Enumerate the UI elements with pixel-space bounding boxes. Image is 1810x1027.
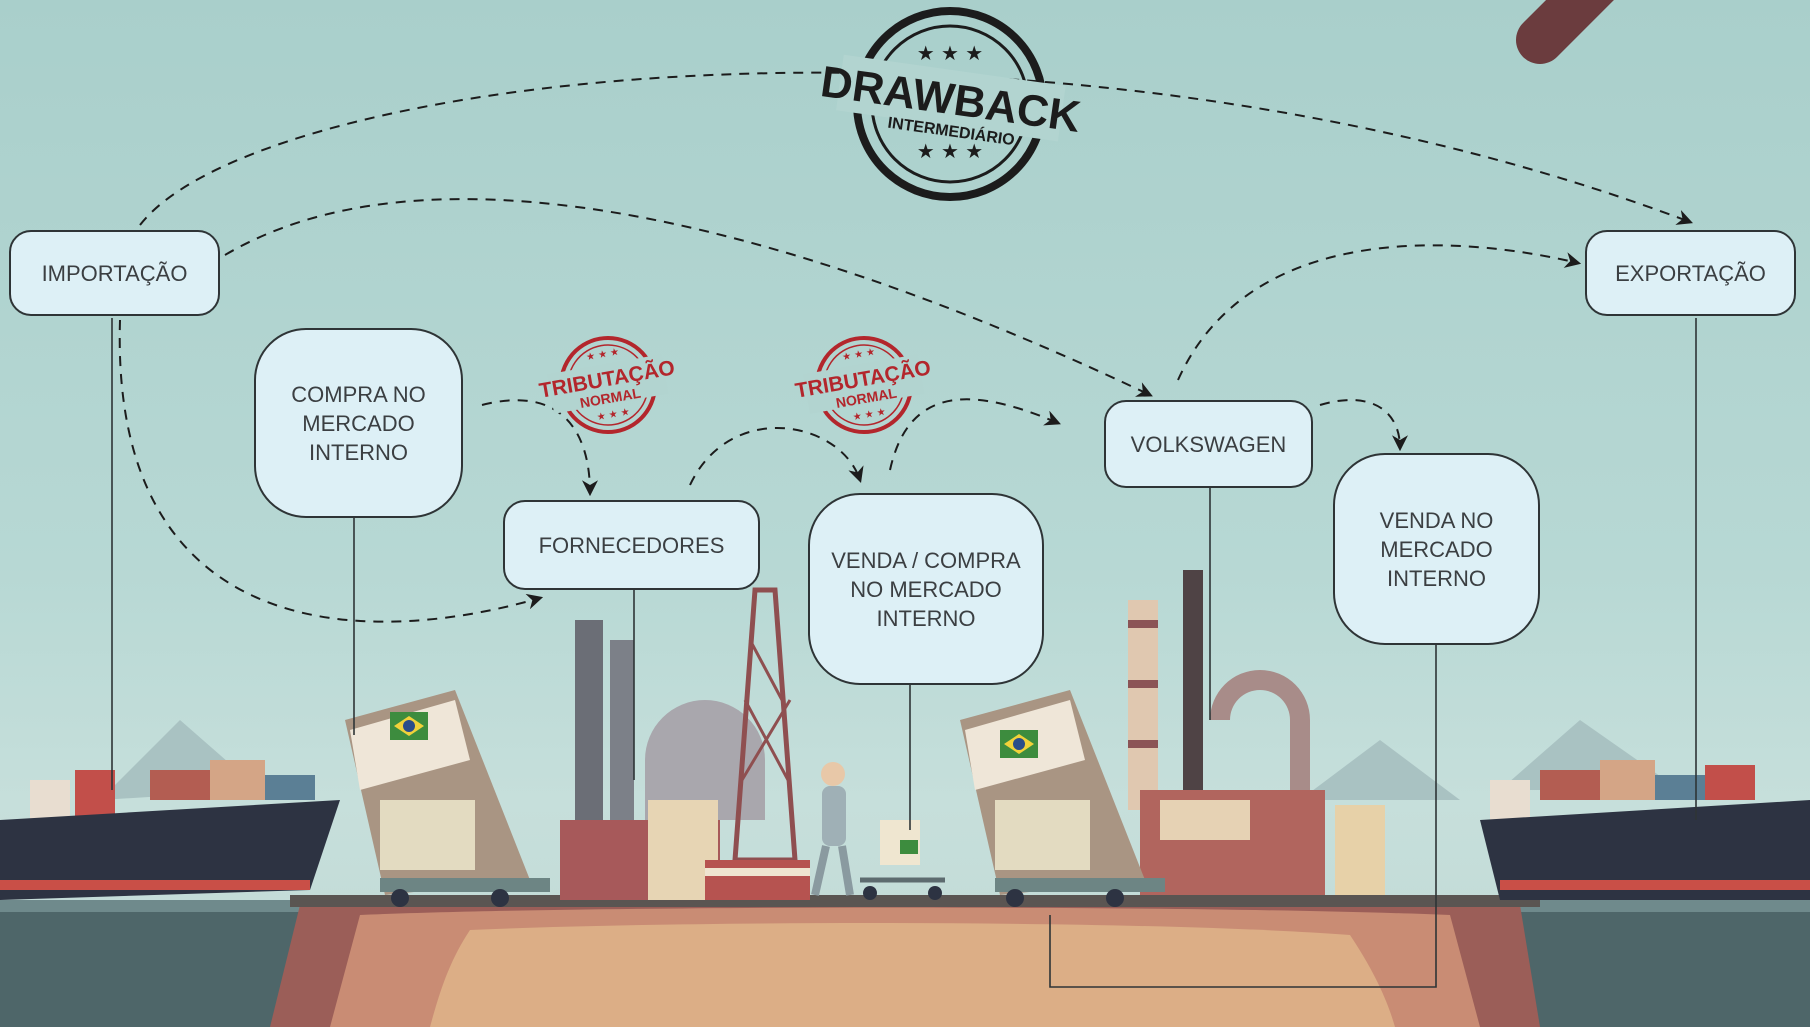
arrow-import-to-export <box>139 71 1693 226</box>
corner-decoration <box>1516 0 1614 64</box>
factory-right <box>1128 570 1385 895</box>
factory-center <box>560 587 810 900</box>
arrow-venda-to-volkswagen <box>889 398 1061 471</box>
ground-island <box>270 895 1540 1027</box>
drawback-stamp: ★ ★ ★ ★ ★ ★ DRAWBACK INTERMEDIÁRIO <box>818 7 1084 201</box>
tax-stamp-1: TRIBUTAÇÃO NORMAL ★ ★ ★ ★ ★ ★ <box>537 336 677 434</box>
worker-figure <box>811 762 945 900</box>
arrow-compra-to-fornecedores <box>481 399 598 497</box>
node-compra-mercado-interno: COMPRA NO MERCADO INTERNO <box>254 328 463 518</box>
tax-stamp-2: TRIBUTAÇÃO NORMAL ★ ★ ★ ★ ★ ★ <box>793 336 933 434</box>
arrow-import-to-volkswagen <box>224 198 1153 397</box>
svg-text:★ ★ ★: ★ ★ ★ <box>917 41 984 65</box>
node-importacao: IMPORTAÇÃO <box>9 230 220 316</box>
node-exportacao: EXPORTAÇÃO <box>1585 230 1796 316</box>
arrow-volkswagen-to-venda <box>1319 399 1408 452</box>
ship-left <box>0 760 340 900</box>
truck-left <box>345 690 550 907</box>
arrow-import-to-fornecedores <box>118 319 544 623</box>
arrow-volkswagen-to-export <box>1177 244 1582 381</box>
flow-arrows <box>118 71 1693 623</box>
truck-right <box>960 690 1165 907</box>
node-venda-compra-mercado-interno: VENDA / COMPRA NO MERCADO INTERNO <box>808 493 1044 685</box>
background-hills <box>100 720 1680 800</box>
node-volkswagen: VOLKSWAGEN <box>1104 400 1313 488</box>
node-fornecedores: FORNECEDORES <box>503 500 760 590</box>
arrow-fornecedores-to-venda <box>689 426 864 486</box>
svg-text:★ ★ ★: ★ ★ ★ <box>917 139 984 163</box>
ship-right <box>1480 760 1810 900</box>
node-venda-mercado-interno: VENDA NO MERCADO INTERNO <box>1333 453 1540 645</box>
connector-lines <box>111 318 1697 988</box>
